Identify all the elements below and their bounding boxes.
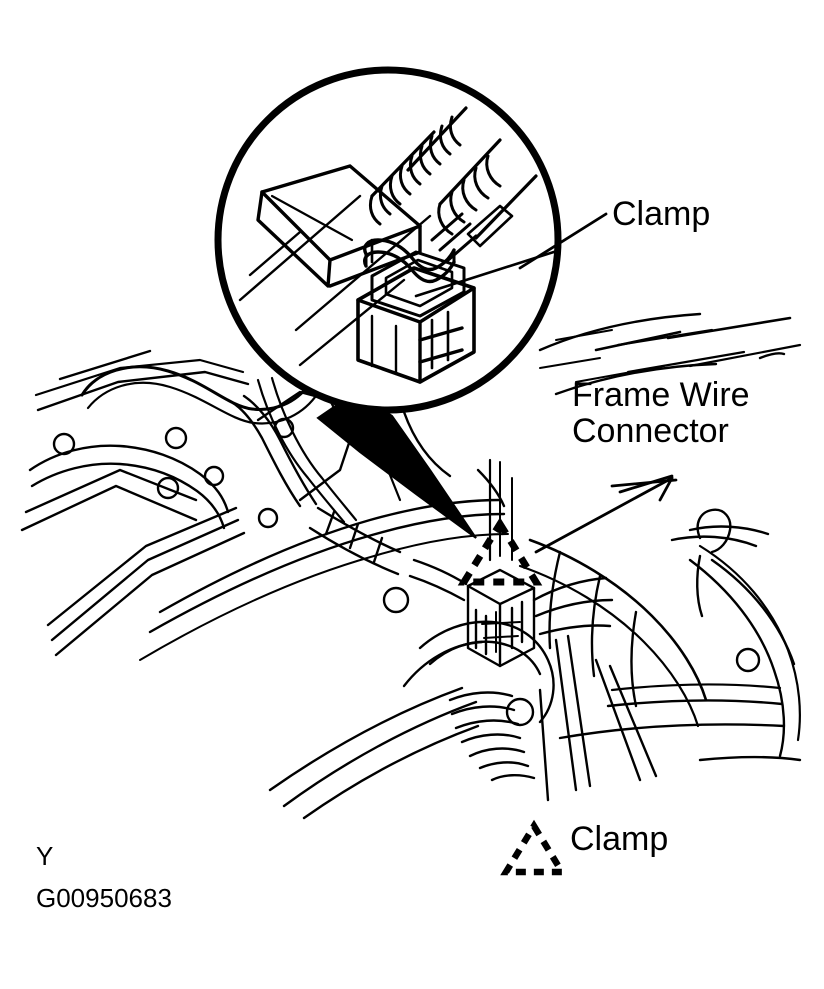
legend-triangle-icon	[500, 819, 568, 876]
frame-wire-line1: Frame Wire	[572, 376, 750, 414]
frame-wire-connector-leader-line	[534, 474, 678, 554]
magnifier-pointer	[316, 390, 477, 539]
legend-label-clamp: Clamp	[570, 820, 669, 858]
figure-id-code: G00950683	[36, 883, 172, 913]
magnified-detail	[238, 106, 555, 384]
frame-wire-line2: Connector	[572, 411, 729, 450]
clamp-marker-triangle	[457, 517, 543, 586]
revision-marker: Y	[36, 841, 54, 871]
clamp-leader-line	[518, 212, 608, 270]
callout-label-clamp: Clamp	[612, 195, 711, 233]
